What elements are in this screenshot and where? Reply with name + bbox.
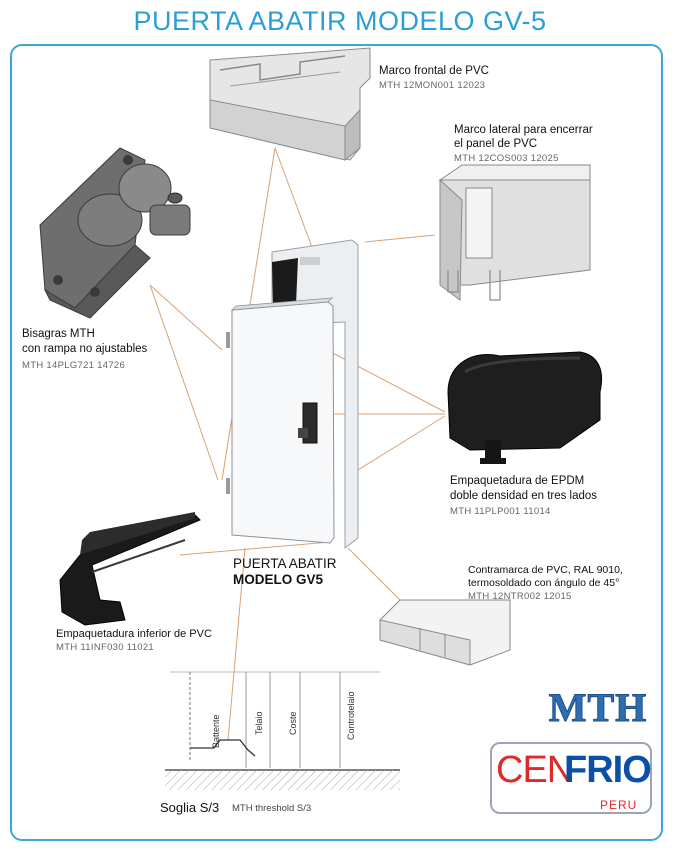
contramarca-label-2: termosoldado con ángulo de 45° (468, 577, 620, 589)
cenfrio-logo-peru: PERU (600, 798, 638, 812)
door-caption: PUERTA ABATIR MODELO GV5 (233, 556, 337, 588)
bisagra-hinge (39, 147, 191, 319)
cenfrio-logo: CEN FRIO PERU (490, 742, 652, 814)
marco-frontal-profile (209, 47, 371, 162)
leader-empaque-inferior (179, 541, 331, 556)
leader-epdm-3 (344, 415, 446, 479)
contramarca-profile (379, 599, 511, 666)
epdm-label-2: doble densidad en tres lados (450, 490, 598, 502)
section-col-battente: Battente (211, 714, 221, 748)
marco-frontal-label: Marco frontal de PVC (379, 65, 489, 77)
leader-bisagra-1 (149, 284, 223, 351)
epdm-label-1: Empaquetadura de EPDM (450, 475, 585, 487)
door-illustration (226, 239, 359, 550)
diagram-frame (10, 44, 663, 841)
leader-bisagra-2 (149, 284, 219, 481)
empaque-inferior-label: Empaquetadura inferior de PVC (56, 628, 212, 640)
mth-logo: MTH (548, 685, 648, 730)
cenfrio-logo-frio: FRIO (564, 749, 652, 791)
marco-lateral-profile (438, 164, 591, 301)
bisagras-label-1: Bisagras MTH (22, 328, 95, 340)
marco-frontal-code: MTH 12MON001 12023 (379, 80, 486, 91)
leader-lines (149, 147, 446, 741)
door-caption-line1: PUERTA ABATIR (233, 556, 337, 571)
leader-marco-lateral (364, 234, 436, 243)
leader-contramarca (347, 547, 401, 601)
marco-lateral-label-1: Marco lateral para encerrar (454, 124, 593, 136)
bisagras-code: MTH 14PLG721 14726 (22, 360, 126, 371)
contramarca-code: MTH 12NTR002 12015 (468, 591, 572, 602)
contramarca-label-1: Contramarca de PVC, RAL 9010, (468, 564, 623, 576)
epdm-gasket (447, 351, 603, 464)
bisagras-label-2: con rampa no ajustables (22, 343, 148, 355)
door-caption-line2: MODELO GV5 (233, 572, 324, 587)
threshold-label: MTH threshold S/3 (232, 803, 312, 814)
section-col-controtelaio: Controtelaio (346, 691, 356, 740)
leader-soglia (227, 547, 246, 741)
section-col-coste: Coste (288, 711, 298, 735)
marco-lateral-code: MTH 12COS003 12025 (454, 153, 559, 164)
empaque-inferior-gasket (59, 512, 201, 626)
epdm-code: MTH 11PLP001 11014 (450, 506, 551, 517)
cenfrio-logo-cen: CEN (496, 749, 574, 791)
soglia-label: Soglia S/3 (160, 800, 220, 815)
page-title: PUERTA ABATIR MODELO GV-5 (133, 6, 547, 36)
empaque-inferior-code: MTH 11INF030 11021 (56, 642, 154, 653)
marco-lateral-label-2: el panel de PVC (454, 138, 538, 150)
section-col-telaio: Telaio (254, 711, 264, 735)
threshold-section (165, 671, 400, 790)
